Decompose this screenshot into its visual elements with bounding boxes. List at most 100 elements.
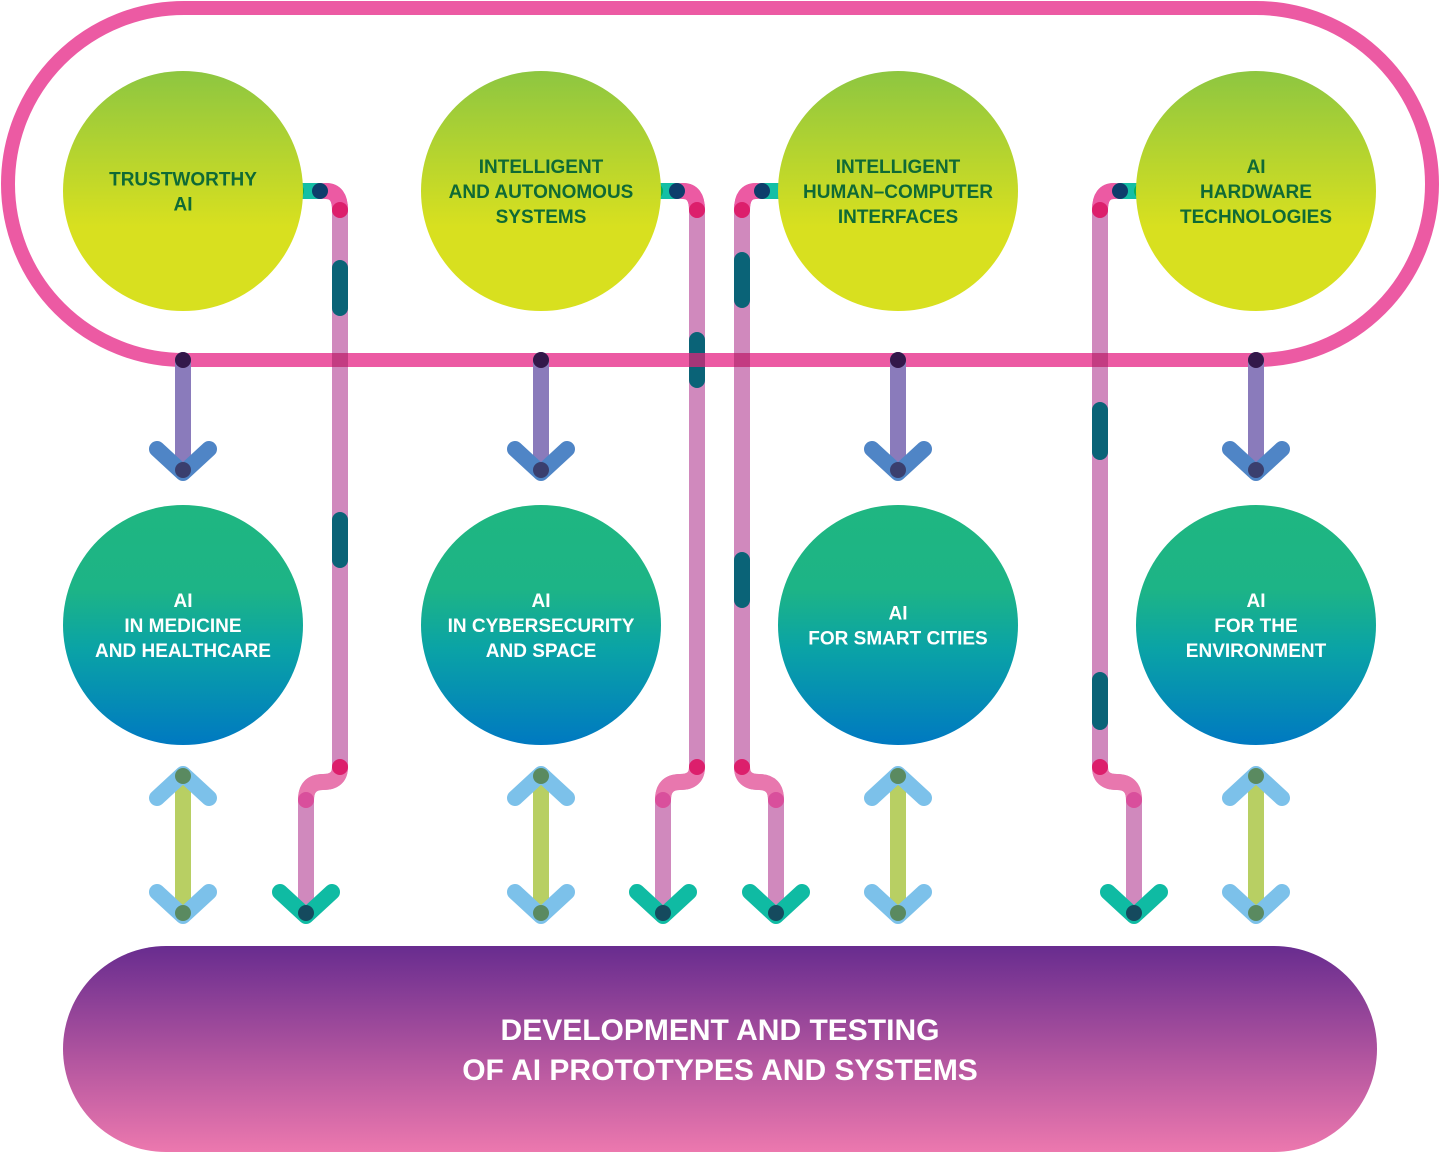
arrow-tip-dot (175, 768, 191, 784)
arrow-tip-dot (768, 905, 784, 921)
pipe-elbow-dot (332, 202, 348, 218)
direct-link-pipes (272, 183, 1168, 924)
top-node-trustworthy-ai[interactable]: TRUSTWORTHY AI (63, 71, 303, 311)
arrow-top-to-middle (507, 352, 575, 481)
arrow-top-to-middle (149, 352, 217, 481)
middle-node-ai-environment[interactable]: AI FOR THE ENVIRONMENT (1136, 505, 1376, 745)
middle-node-label-line: AI (889, 604, 908, 625)
pipe-elbow-dot (689, 202, 705, 218)
pipe-elbow-dot (298, 792, 314, 808)
pipe-elbow-dot (1126, 792, 1142, 808)
pipe-elbow-dot (768, 792, 784, 808)
middle-circle (1136, 505, 1376, 745)
middle-node-label-line: IN CYBERSECURITY (448, 616, 635, 637)
arrow-tip-dot (1248, 768, 1264, 784)
arrow-tip-dot (890, 768, 906, 784)
pipe-elbow-dot (332, 759, 348, 775)
arrow-tip-dot (298, 905, 314, 921)
middle-circle (778, 505, 1018, 745)
middle-nodes: AI IN MEDICINE AND HEALTHCARE AI IN CYBERSEC… (63, 505, 1376, 745)
top-node-label-line: AI (1247, 157, 1266, 178)
arrow-start-dot (533, 352, 549, 368)
direct-link-pipe (629, 183, 705, 924)
bottom-node-development-testing[interactable]: DEVELOPMENT AND TESTING OF AI PROTOTYPES… (63, 946, 1377, 1152)
connection-arrows (149, 352, 1290, 924)
pipe-junction-dot (312, 183, 328, 199)
arrow-top-to-middle (864, 352, 932, 481)
top-node-label-line: AI (174, 195, 193, 216)
arrow-tip-dot (533, 462, 549, 478)
top-circle (1136, 71, 1376, 311)
arrow-tip-dot (533, 768, 549, 784)
middle-node-label-line: ENVIRONMENT (1186, 641, 1327, 662)
pipe-frame-crossing (332, 353, 348, 367)
middle-node-label-line: AI (532, 591, 551, 612)
top-group-frame (1, 1, 1439, 367)
bottom-node-label-line-2: OF AI PROTOTYPES AND SYSTEMS (462, 1054, 978, 1087)
middle-node-label-line: IN MEDICINE (124, 616, 241, 637)
arrow-start-dot (890, 352, 906, 368)
middle-node-label-line: FOR THE (1214, 616, 1297, 637)
top-node-label-line: HUMAN–COMPUTER (803, 182, 993, 203)
arrow-tip-dot (655, 905, 671, 921)
top-node-label-line: INTERFACES (838, 207, 958, 228)
pipe-elbow-dot (1092, 759, 1108, 775)
middle-node-label-line: AI (174, 591, 193, 612)
arrow-tip-dot (175, 462, 191, 478)
top-node-label-line: HARDWARE (1200, 182, 1312, 203)
middle-circle (63, 505, 303, 745)
top-nodes: TRUSTWORTHY AI INTELLIGENT AND AUTONOMOUS SY… (63, 71, 1376, 311)
arrow-middle-bottom-two-way (507, 766, 575, 924)
arrow-tip-dot (890, 905, 906, 921)
pipe-elbow-dot (689, 759, 705, 775)
pipe-frame-crossing (734, 353, 750, 367)
middle-node-label-line: AND HEALTHCARE (95, 641, 271, 662)
middle-node-label-line: AI (1247, 591, 1266, 612)
arrow-start-dot (175, 352, 191, 368)
arrow-tip-dot (175, 905, 191, 921)
direct-link-pipe (734, 183, 810, 924)
direct-link-pipe (1092, 183, 1168, 924)
arrow-tip-dot (533, 905, 549, 921)
middle-node-label-line: FOR SMART CITIES (808, 629, 987, 650)
middle-node-label-line: AND SPACE (486, 641, 597, 662)
pipe-elbow-dot (734, 759, 750, 775)
top-node-label-line: TRUSTWORTHY (109, 170, 257, 191)
direct-link-pipe (272, 183, 348, 924)
top-circle (63, 71, 303, 311)
pipe-elbow-dot (734, 202, 750, 218)
middle-node-ai-smart-cities[interactable]: AI FOR SMART CITIES (778, 505, 1018, 745)
pipe-frame-crossing (1092, 353, 1108, 367)
arrow-tip-dot (1248, 462, 1264, 478)
top-circle (421, 71, 661, 311)
pipe-frame-crossing (689, 353, 705, 367)
middle-circle (421, 505, 661, 745)
top-node-label-line: INTELLIGENT (479, 157, 604, 178)
top-node-label-line: INTELLIGENT (836, 157, 961, 178)
top-node-label-line: AND AUTONOMOUS (449, 182, 634, 203)
arrow-middle-bottom-two-way (1222, 766, 1290, 924)
middle-node-ai-cybersecurity[interactable]: AI IN CYBERSECURITY AND SPACE (421, 505, 661, 745)
pipe-junction-dot (1112, 183, 1128, 199)
top-node-label-line: SYSTEMS (496, 207, 587, 228)
arrow-tip-dot (890, 462, 906, 478)
bottom-pill (63, 946, 1377, 1152)
top-node-label-line: TECHNOLOGIES (1180, 207, 1332, 228)
arrow-tip-dot (1248, 905, 1264, 921)
pipe-junction-dot (754, 183, 770, 199)
pipe-elbow-dot (1092, 202, 1108, 218)
arrow-middle-bottom-two-way (864, 766, 932, 924)
top-circle (778, 71, 1018, 311)
bottom-node-label-line-1: DEVELOPMENT AND TESTING (501, 1014, 940, 1047)
top-node-intelligent-autonomous-systems[interactable]: INTELLIGENT AND AUTONOMOUS SYSTEMS (421, 71, 661, 311)
middle-node-ai-medicine[interactable]: AI IN MEDICINE AND HEALTHCARE (63, 505, 303, 745)
arrow-tip-dot (1126, 905, 1142, 921)
arrow-top-to-middle (1222, 352, 1290, 481)
top-node-ai-hardware[interactable]: AI HARDWARE TECHNOLOGIES (1136, 71, 1376, 311)
top-node-intelligent-hci[interactable]: INTELLIGENT HUMAN–COMPUTER INTERFACES (778, 71, 1018, 311)
arrow-start-dot (1248, 352, 1264, 368)
arrow-middle-bottom-two-way (149, 766, 217, 924)
pipe-junction-dot (669, 183, 685, 199)
pipe-elbow-dot (655, 792, 671, 808)
